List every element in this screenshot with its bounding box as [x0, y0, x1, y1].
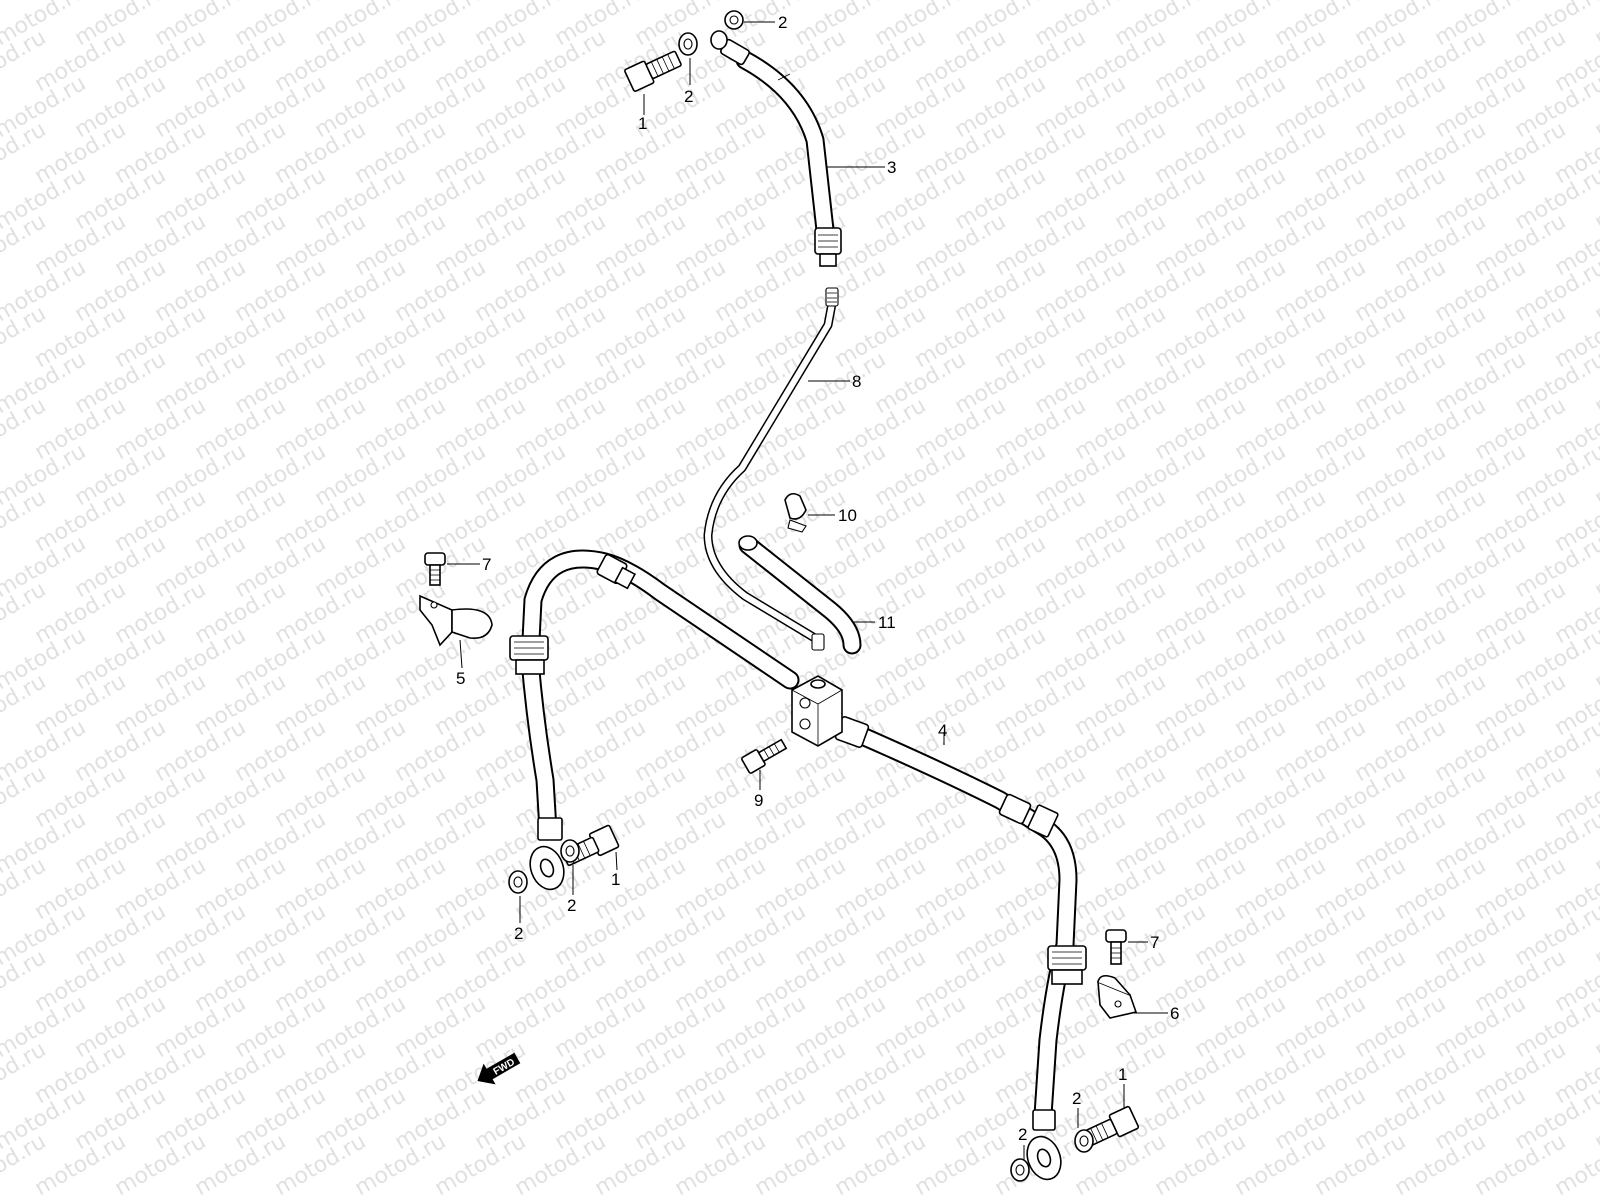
- brake-hose-3: [710, 30, 842, 267]
- union-bolt-1-left: [561, 824, 620, 866]
- callout-2-right-outer: 2: [1018, 1125, 1027, 1144]
- bolt-7-right: [1105, 929, 1127, 965]
- brake-pipe-8: [703, 287, 839, 651]
- gasket-2: [508, 10, 1094, 1182]
- callout-7-right: 7: [1150, 933, 1159, 952]
- callout-8: 8: [852, 372, 861, 391]
- brake-hose-left: [509, 549, 800, 891]
- callout-7-left: 7: [482, 555, 491, 574]
- bolt-7-left: [424, 552, 446, 586]
- clamp-10: [784, 492, 807, 533]
- protector-11: [738, 535, 862, 655]
- callout-9: 9: [754, 791, 763, 810]
- callout-labels: 1 2 2 3 8 10 11 7 5 4 9 1 2 2 7 6 1 2 2: [456, 13, 1179, 1144]
- leader-lines: [447, 21, 1168, 1160]
- bolt-9: [741, 738, 788, 774]
- callout-2-left-inner: 2: [567, 896, 576, 915]
- callout-3: 3: [887, 158, 896, 177]
- callout-11: 11: [878, 613, 896, 632]
- union-bolt-1-top: [624, 50, 682, 92]
- callout-5: 5: [456, 669, 465, 688]
- callout-2-top-right: 2: [778, 13, 787, 32]
- callout-6: 6: [1170, 1004, 1179, 1023]
- callout-1-top: 1: [638, 114, 647, 133]
- callout-1-right: 1: [1118, 1065, 1127, 1084]
- callout-2-left-outer: 2: [514, 924, 523, 943]
- clamp-6: [1097, 974, 1138, 1019]
- brake-hose-4: [834, 715, 1087, 1181]
- callout-4: 4: [938, 721, 947, 740]
- three-way-joint: [791, 675, 843, 747]
- callout-10: 10: [838, 506, 857, 525]
- callout-2-top-left: 2: [684, 87, 693, 106]
- callout-2-right-inner: 2: [1072, 1089, 1081, 1108]
- callout-1-left: 1: [611, 870, 620, 889]
- clamp-5: [419, 594, 493, 647]
